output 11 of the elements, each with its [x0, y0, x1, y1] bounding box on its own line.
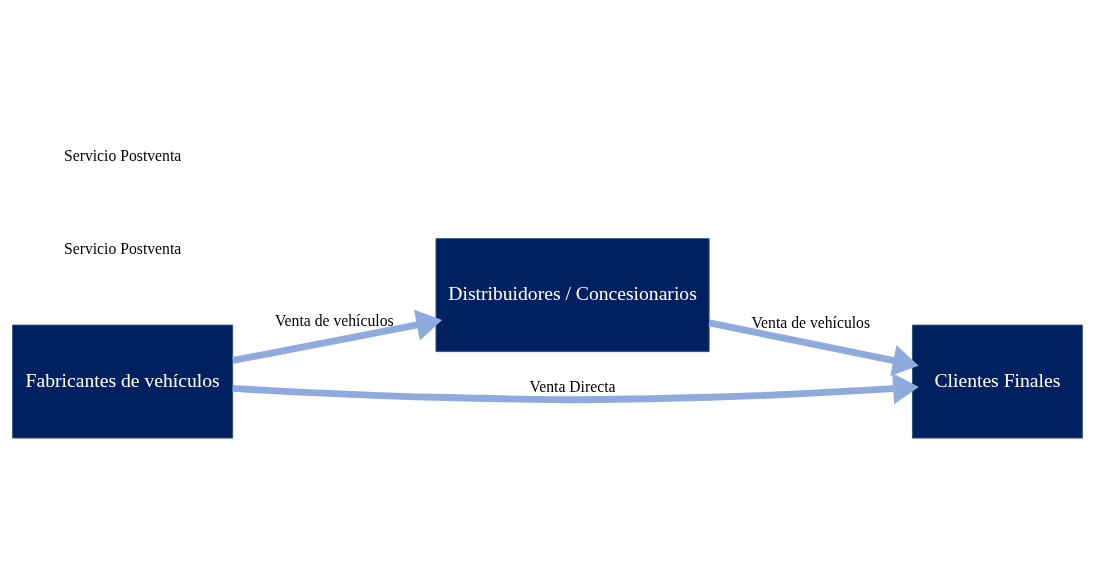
edge-label: Venta Directa: [529, 378, 616, 396]
label: Servicio Postventa: [63, 147, 182, 165]
node-box: Distribuidores / Concesionarios: [435, 238, 710, 353]
edge-label: Venta de vehículos: [275, 312, 394, 330]
arrow: [708, 319, 919, 376]
edge-label: Venta de vehículos: [751, 314, 871, 332]
arrow: [232, 372, 919, 405]
label: Servicio Postventa: [63, 239, 182, 257]
node-box: Fabricantes de vehículos: [12, 324, 234, 439]
arrow: [232, 309, 443, 364]
node-box: Clientes Finales: [911, 324, 1083, 439]
